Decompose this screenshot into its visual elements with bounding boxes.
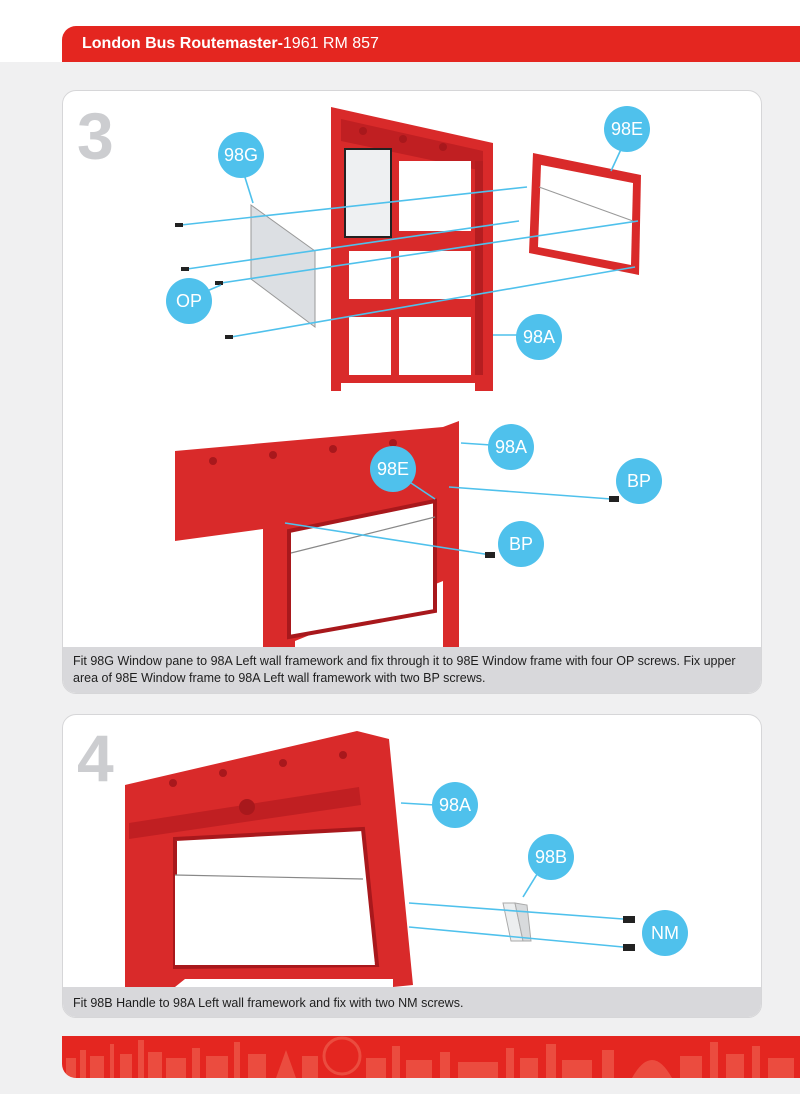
step-4-number: 4 <box>77 721 114 795</box>
op-screws <box>175 223 233 339</box>
left-wall-framework-top <box>331 107 493 391</box>
step-3-card: 3 <box>62 90 762 694</box>
label-98e-detail: 98E <box>377 459 409 479</box>
screw-lines-op <box>180 186 639 338</box>
left-wall-framework <box>125 731 413 987</box>
step-3-number: 3 <box>77 99 114 173</box>
label-98a: 98A <box>523 327 555 347</box>
window-frame-98e <box>529 153 641 275</box>
label-nm: NM <box>651 923 679 943</box>
left-wall-framework-detail <box>175 421 459 647</box>
callout-nm: NM <box>642 910 688 956</box>
page-footer <box>62 1036 800 1078</box>
skyline-silhouette <box>66 1036 794 1078</box>
callout-bp-top: BP <box>616 458 662 504</box>
label-98e: 98E <box>611 119 643 139</box>
bp-screws <box>485 496 619 558</box>
callout-98a: 98A <box>493 314 562 360</box>
step-4-illustration: 98A 98B NM <box>125 731 688 987</box>
label-bp-bottom: BP <box>509 534 533 554</box>
window-pane-98g <box>250 204 316 328</box>
screw-lines-nm <box>408 902 624 948</box>
nm-screws <box>623 916 635 951</box>
callout-bp-bottom: BP <box>498 521 544 567</box>
callout-98g: 98G <box>218 132 264 204</box>
step-3-illustration: 98G 98E OP 98A 98A 98E BP <box>166 106 662 647</box>
header-title-model: London Bus Routemaster- <box>82 35 283 52</box>
page-header: London Bus Routemaster-1961 RM 857 <box>62 26 800 62</box>
handle-98b <box>502 902 532 942</box>
label-bp-top: BP <box>627 471 651 491</box>
step-4-caption: Fit 98B Handle to 98A Left wall framewor… <box>63 987 761 1017</box>
label-98g: 98G <box>224 145 258 165</box>
callout-98e: 98E <box>604 106 650 172</box>
callout-98a: 98A <box>400 782 478 828</box>
label-op: OP <box>176 291 202 311</box>
callout-op: OP <box>166 278 222 324</box>
step-3-caption: Fit 98G Window pane to 98A Left wall fra… <box>63 647 761 693</box>
step-4-card: 4 98A <box>62 714 762 1018</box>
header-title-variant: 1961 RM 857 <box>282 35 379 52</box>
label-98a-detail: 98A <box>495 437 527 457</box>
label-98a: 98A <box>439 795 471 815</box>
callout-98b: 98B <box>522 834 574 898</box>
callout-98a-detail: 98A <box>460 424 534 470</box>
label-98b: 98B <box>535 847 567 867</box>
header-title: London Bus Routemaster-1961 RM 857 <box>82 35 379 53</box>
callout-98e-detail: 98E <box>370 446 436 500</box>
screw-lines-bp <box>284 486 612 556</box>
